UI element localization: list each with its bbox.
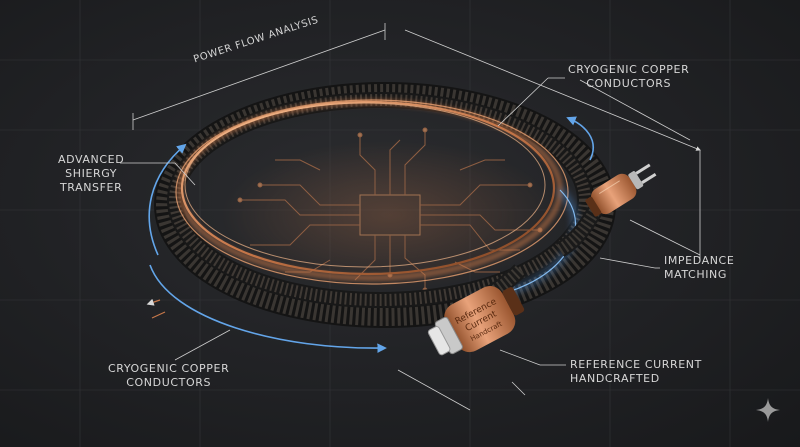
label-impedance-matching: IMPEDANCE MATCHING [664, 254, 734, 282]
right-plug [585, 163, 657, 217]
label-reference-line2: HANDCRAFTED [570, 372, 660, 385]
label-synergy-line2: SHIERGY [65, 167, 118, 180]
label-cryogenic-top: CRYOGENIC COPPER CONDUCTORS [568, 63, 689, 91]
copper-ticks [146, 298, 166, 319]
label-impedance-line2: MATCHING [664, 268, 727, 281]
label-reference-line1: REFERENCE CURRENT [570, 358, 702, 371]
label-cryogenic-bottom-line1: CRYOGENIC COPPER [108, 362, 230, 375]
flow-arrows [148, 116, 594, 353]
sparkle-icon [756, 398, 780, 422]
label-reference-current: REFERENCE CURRENT HANDCRAFTED [570, 358, 702, 386]
label-cryogenic-bottom-line2: CONDUCTORS [126, 376, 212, 389]
label-cryogenic-top-line1: CRYOGENIC COPPER [568, 63, 690, 76]
label-cryogenic-bottom: CRYOGENIC COPPER CONDUCTORS [108, 362, 229, 390]
label-impedance-line1: IMPEDANCE [664, 254, 735, 267]
circuit-traces [220, 127, 560, 293]
bottom-plug: Reference Current Handcraft [427, 286, 525, 356]
label-synergy-line1: ADVANCED [58, 153, 125, 166]
dimension-lines [120, 23, 701, 411]
label-cryogenic-top-line2: CONDUCTORS [586, 77, 672, 90]
label-synergy-transfer: ADVANCED SHIERGY TRANSFER [58, 153, 124, 195]
label-synergy-line3: TRANSFER [59, 181, 123, 194]
